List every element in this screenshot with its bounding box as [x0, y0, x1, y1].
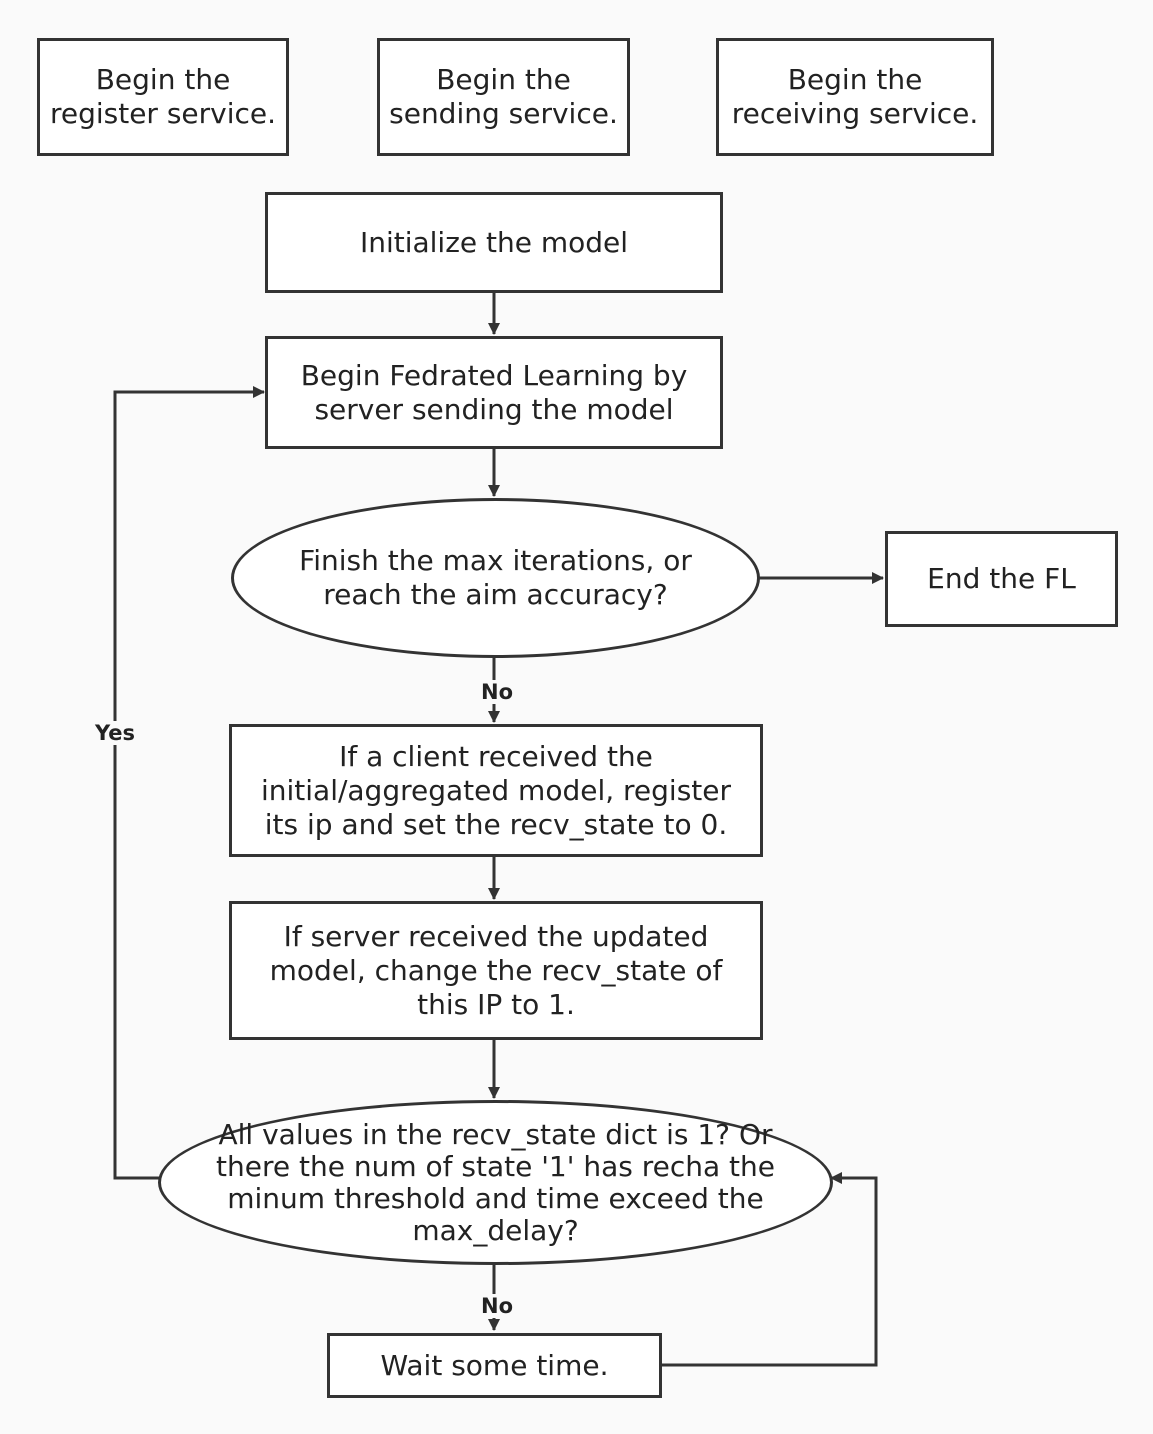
- arrow-yes-loop-to-begin: [113, 386, 265, 1180]
- client-received-box: If a client received the initial/aggrega…: [229, 724, 763, 857]
- sending-service-box: Begin the sending service.: [377, 38, 630, 156]
- begin-fl-box: Begin Fedrated Learning by server sendin…: [265, 336, 723, 449]
- yes-label: Yes: [92, 721, 139, 745]
- initialize-model-label: Initialize the model: [359, 225, 629, 259]
- begin-fl-label: Begin Fedrated Learning by server sendin…: [300, 358, 688, 426]
- server-received-label: If server received the updated model, ch…: [269, 919, 723, 1021]
- finish-check-decision: Finish the max iterations, or reach the …: [231, 498, 760, 658]
- wait-box: Wait some time.: [327, 1333, 662, 1398]
- sending-service-label: Begin the sending service.: [389, 63, 618, 130]
- register-service-box: Begin the register service.: [37, 38, 289, 156]
- client-received-label: If a client received the initial/aggrega…: [260, 739, 732, 841]
- server-received-box: If server received the updated model, ch…: [229, 901, 763, 1040]
- wait-label: Wait some time.: [380, 1348, 609, 1382]
- arrow-wait-back-to-check: [660, 1172, 878, 1367]
- all-values-check-label: All values in the recv_state dict is 1? …: [216, 1117, 775, 1247]
- register-service-label: Begin the register service.: [49, 63, 277, 130]
- end-fl-label: End the FL: [927, 562, 1076, 595]
- no-label-check: No: [478, 1294, 517, 1318]
- finish-check-label: Finish the max iterations, or reach the …: [299, 544, 692, 611]
- initialize-model-box: Initialize the model: [265, 192, 723, 293]
- receiving-service-box: Begin the receiving service.: [716, 38, 994, 156]
- no-label-finish: No: [478, 680, 517, 704]
- end-fl-box: End the FL: [885, 531, 1118, 627]
- all-values-check-decision: All values in the recv_state dict is 1? …: [158, 1100, 833, 1265]
- receiving-service-label: Begin the receiving service.: [731, 63, 979, 130]
